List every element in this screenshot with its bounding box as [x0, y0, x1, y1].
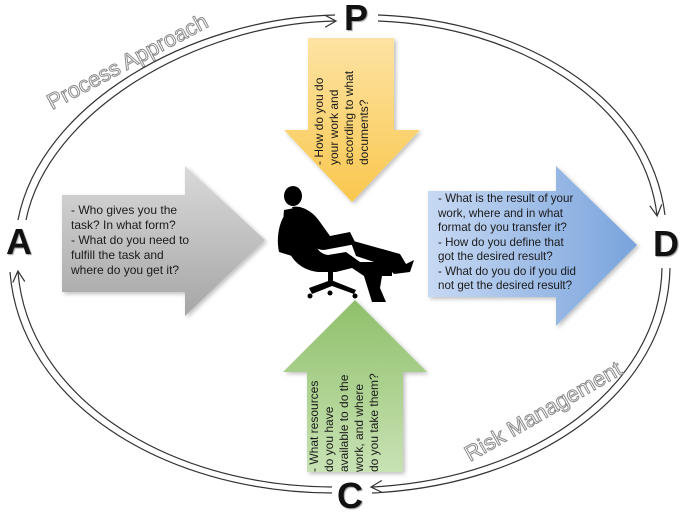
arrow-c-line: available to do the: [337, 374, 351, 472]
arrow-p-shape: [284, 38, 420, 202]
businessman-in-office-chair-icon: [277, 186, 414, 302]
risk-management-label: Risk Management: [460, 356, 626, 466]
arrow-p-text: - How do you do your work and according …: [312, 41, 372, 165]
arrow-d-line: - What is the result of your: [438, 192, 574, 205]
arrow-c-text-box: - What resources do you have available t…: [307, 350, 397, 472]
arrow-p-line: - How do you do: [312, 77, 326, 165]
node-check: C: [337, 475, 363, 515]
cycle-arrow-c-to-a: [9, 269, 333, 494]
arrow-a-line: where do you get it?: [71, 263, 180, 277]
arrow-d-shape: [428, 166, 637, 326]
arrow-a-line: task? In what form?: [71, 218, 176, 232]
arrow-d-text: - What is the result of your work, where…: [438, 192, 576, 294]
arrow-a-line: - What do you need to: [71, 233, 190, 247]
arrow-a-line: - Who gives you the: [71, 203, 178, 217]
arrow-c-line: do you take them?: [367, 373, 381, 472]
arrow-c-line: work, and where: [352, 383, 366, 472]
cycle-arrow-a-to-p: [17, 14, 338, 221]
node-do: D: [653, 223, 679, 264]
arrow-c-text: - What resources do you have available t…: [307, 354, 382, 472]
arrow-p-line: according to what: [342, 70, 356, 165]
arrow-a-line: fulfill the task and: [71, 248, 164, 262]
arrow-p-line: your work and: [327, 89, 341, 165]
arrow-d-line: format do you transfer it?: [438, 221, 567, 234]
arrow-d-line: work, where and in what: [438, 206, 564, 220]
cycle-arrow-d-to-c: [369, 267, 671, 494]
process-approach-label: Process Approach: [43, 9, 212, 115]
cycle-arrow-p-to-d: [377, 14, 666, 218]
arrow-p-text-box: - How do you do your work and according …: [312, 41, 392, 165]
arrow-d-line: - What do you do if you did: [438, 264, 576, 278]
arrow-p-line: documents?: [357, 99, 371, 165]
arrow-a-text: - Who gives you the task? In what form? …: [71, 203, 189, 278]
arrow-c-shape: [283, 300, 427, 472]
node-act: A: [6, 221, 32, 262]
arrow-d-line: got the desired result?: [438, 250, 553, 263]
node-plan: P: [344, 0, 369, 38]
arrow-c-line: - What resources: [307, 380, 321, 472]
arrow-a-shape: [62, 166, 265, 316]
arrow-c-line: do you have: [322, 406, 336, 472]
arrow-d-line: - How do you define that: [438, 235, 564, 249]
arrow-d-line: not get the desired result?: [438, 279, 573, 292]
